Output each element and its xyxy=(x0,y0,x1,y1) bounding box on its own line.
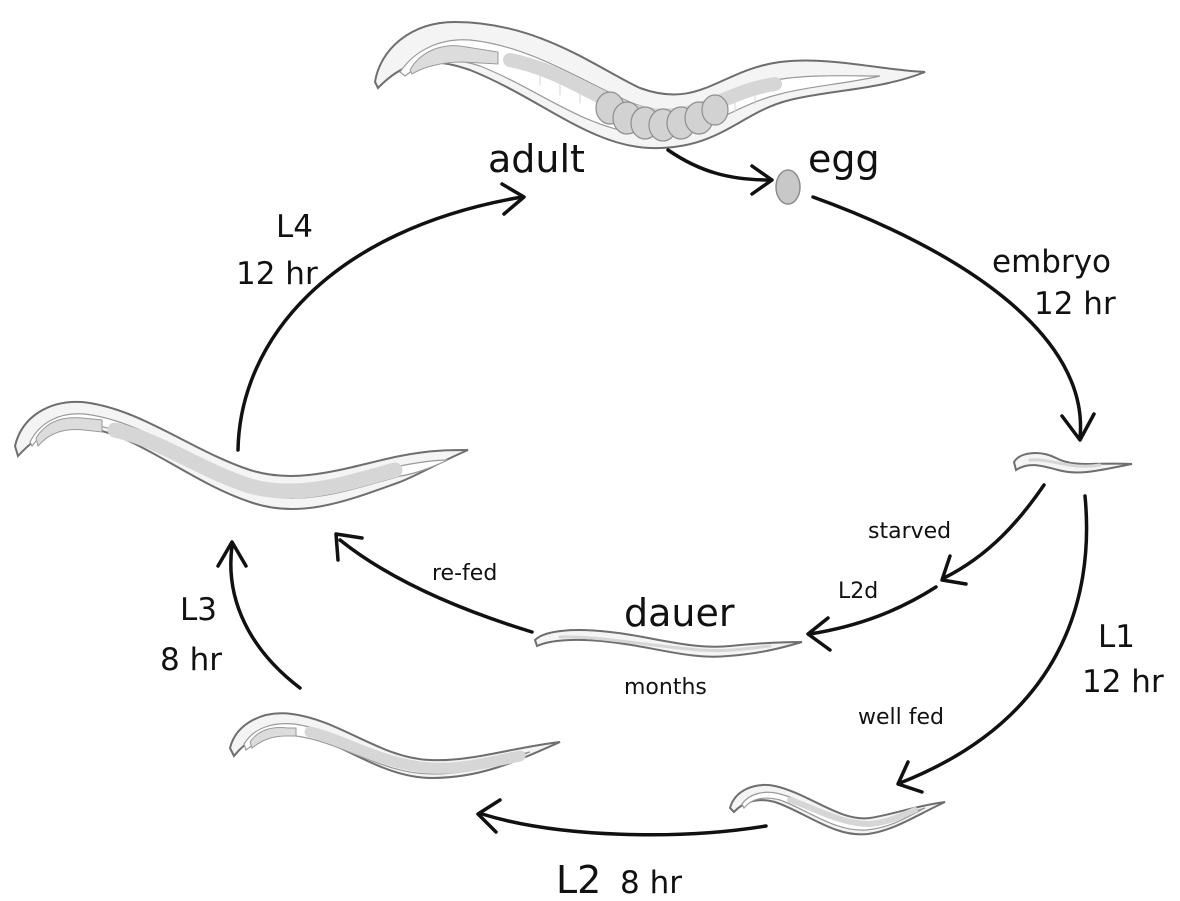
egg-illustration xyxy=(776,170,800,204)
l3-label: L3 xyxy=(180,592,217,628)
l2d-label: L2d xyxy=(838,579,878,604)
egg-label: egg xyxy=(808,137,880,181)
arrow-adult-to-egg xyxy=(668,150,772,194)
arrow-l1-to-l2d xyxy=(942,485,1044,584)
l1-label: L1 xyxy=(1098,619,1135,655)
l2-duration: 8 hr xyxy=(620,865,682,901)
l1-duration: 12 hr xyxy=(1082,664,1164,700)
starved-label: starved xyxy=(868,519,951,544)
l3-worm-illustration xyxy=(230,713,560,778)
arrow-l3-to-l4 xyxy=(218,542,300,688)
dauer-duration: months xyxy=(624,675,707,700)
adult-label: adult xyxy=(488,137,585,181)
l4-duration: 12 hr xyxy=(236,256,318,292)
dauer-label: dauer xyxy=(624,591,735,635)
embryo-label: embryo xyxy=(992,244,1111,280)
embryo-duration: 12 hr xyxy=(1034,286,1116,322)
l4-label: L4 xyxy=(276,209,313,245)
adult-worm-illustration xyxy=(375,22,925,148)
well-fed-label: well fed xyxy=(858,705,944,730)
l3-duration: 8 hr xyxy=(160,642,222,678)
l2-label: L2 xyxy=(556,858,601,901)
l1-worm-illustration xyxy=(1014,453,1132,472)
re-fed-label: re-fed xyxy=(432,561,497,586)
arrow-l2-to-l3 xyxy=(478,800,766,835)
